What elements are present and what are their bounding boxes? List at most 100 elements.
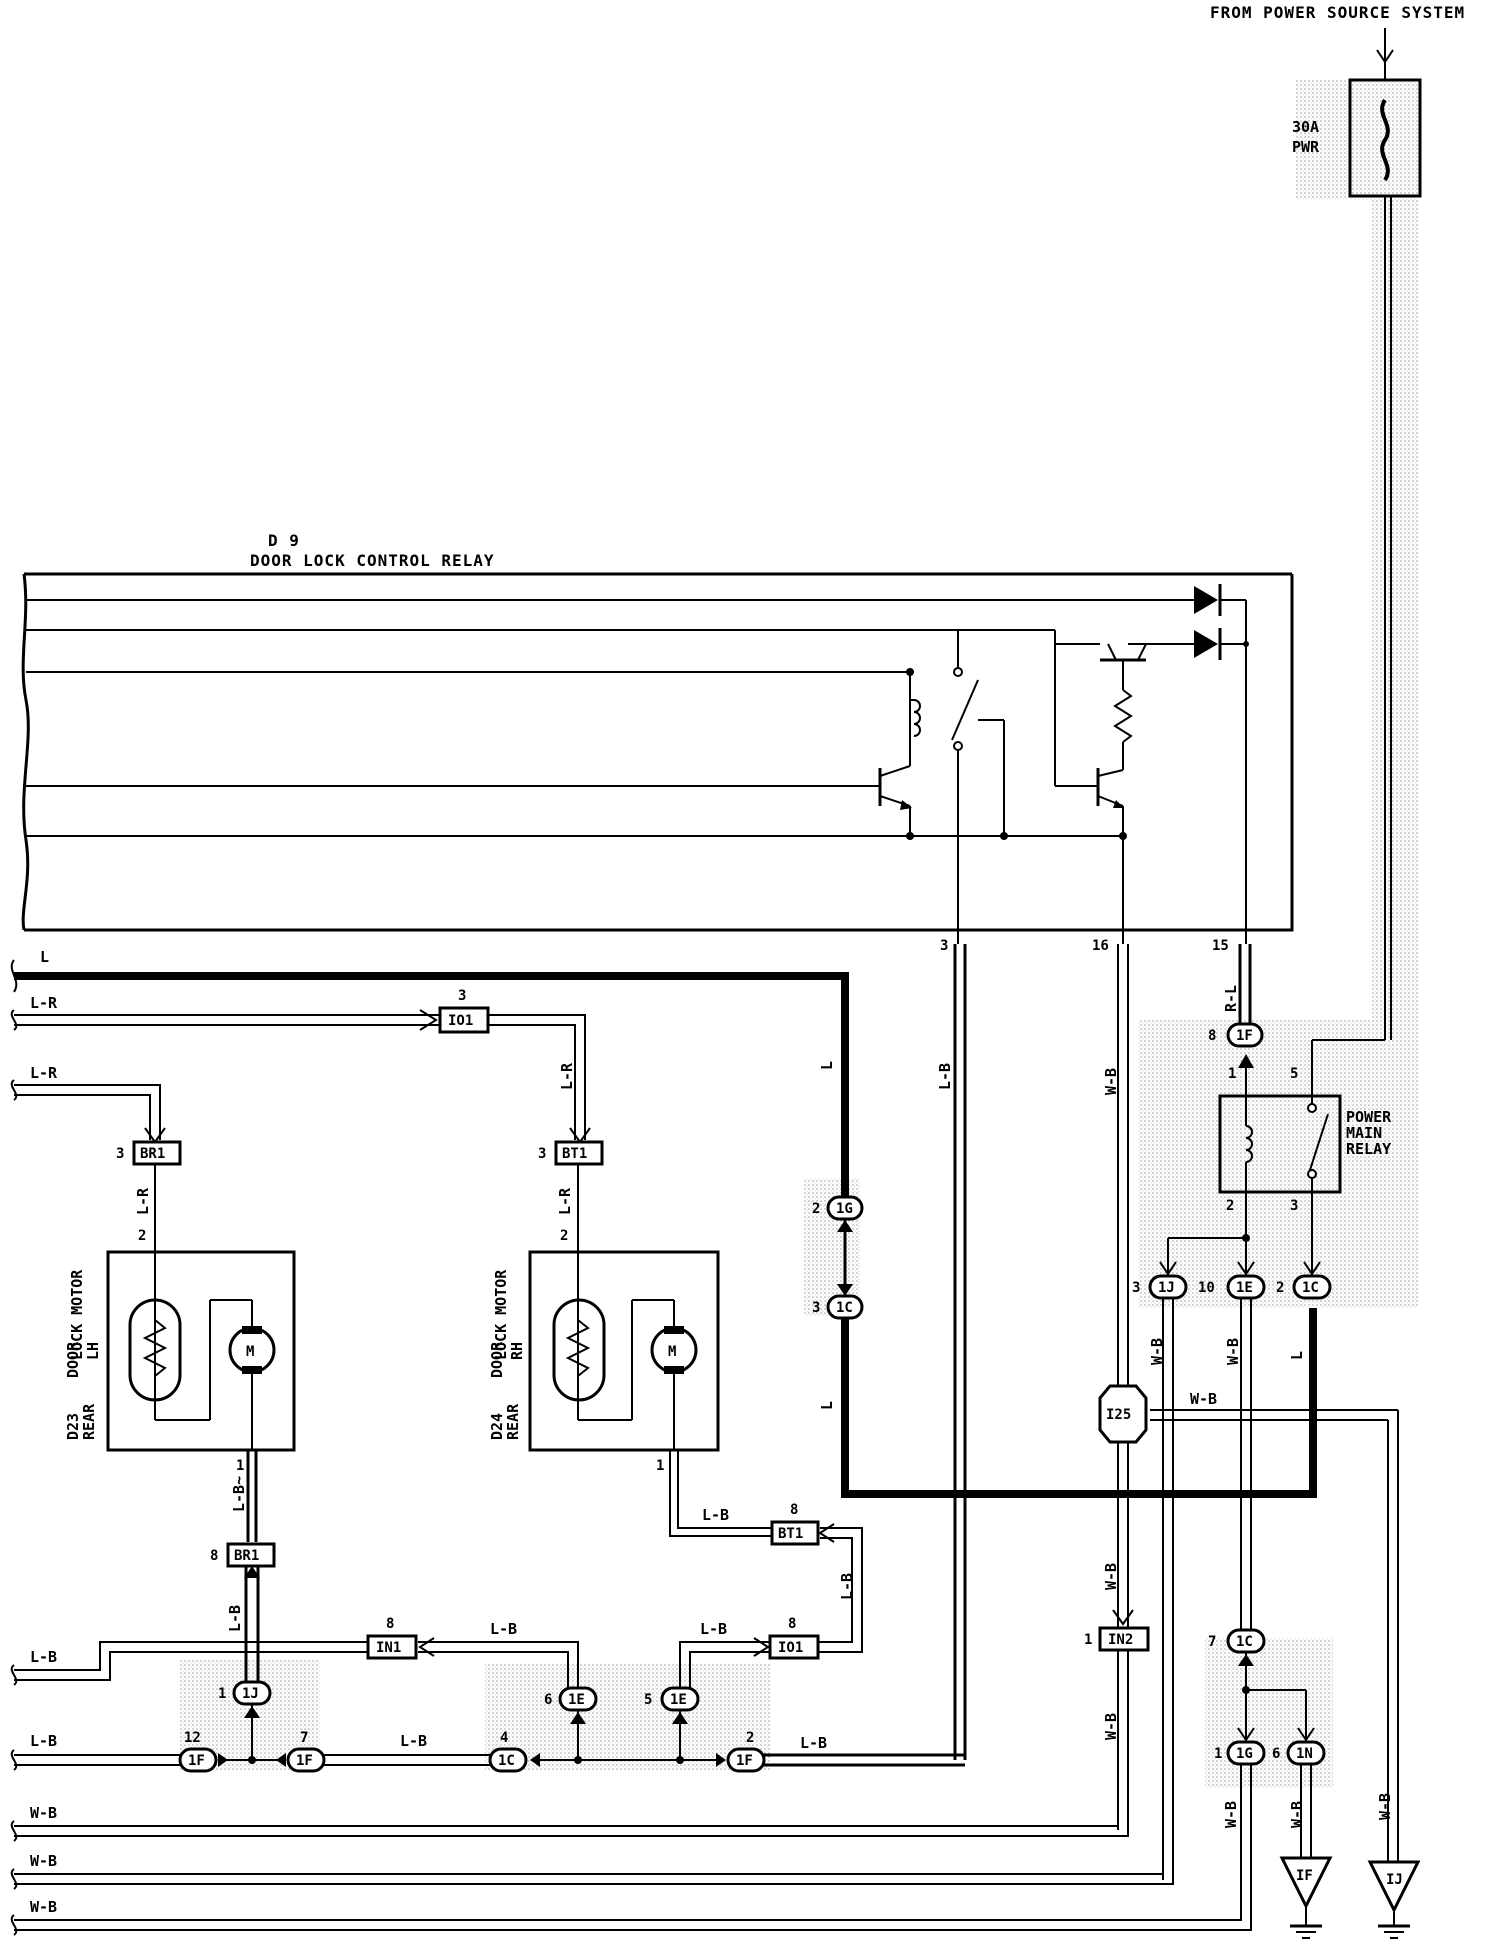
svg-text:L: L	[1288, 1351, 1306, 1360]
rh-motor-lb: 1 L-B BT1 8 L-B	[656, 1450, 863, 1653]
svg-text:2: 2	[746, 1730, 754, 1746]
power-main-relay: POWER MAIN RELAY 1 5 2 3	[1218, 1039, 1392, 1276]
svg-text:2: 2	[138, 1228, 146, 1244]
svg-text:L-B: L-B	[700, 1620, 727, 1638]
svg-text:10: 10	[1198, 1280, 1215, 1296]
wire-cut-marks	[10, 959, 18, 1936]
svg-text:W-B: W-B	[1190, 1390, 1217, 1408]
svg-text:PWR: PWR	[1292, 138, 1320, 156]
svg-text:W-B: W-B	[1288, 1801, 1306, 1828]
svg-text:30A: 30A	[1292, 118, 1319, 136]
svg-text:W-B: W-B	[30, 1804, 57, 1822]
svg-text:8: 8	[1208, 1028, 1216, 1044]
svg-text:LOCK MOTOR: LOCK MOTOR	[492, 1269, 510, 1360]
svg-text:W-B: W-B	[30, 1898, 57, 1916]
svg-text:1: 1	[1228, 1066, 1236, 1082]
bottom-lb-bus: L-B 1F 12 1F 7 L-B 1C 4 1F 2	[14, 1730, 766, 1773]
svg-text:L-R: L-R	[556, 1187, 574, 1215]
svg-text:BR1: BR1	[234, 1548, 259, 1564]
svg-text:1G: 1G	[836, 1201, 853, 1217]
svg-text:1E: 1E	[670, 1692, 687, 1708]
connector-row-right: 1J 3 1E 10 1C 2	[1132, 1274, 1332, 1300]
wire-l: L L L L	[14, 948, 1317, 1498]
wb-ground-lines: W-B W-B	[1148, 1298, 1252, 1880]
svg-text:2: 2	[812, 1201, 820, 1217]
svg-text:1: 1	[1084, 1632, 1092, 1648]
power-source-label: FROM POWER SOURCE SYSTEM	[1210, 3, 1465, 22]
connector-1g-1c-center: 1G 2 1C 3	[812, 1195, 864, 1340]
wire-lr: L-R IO1 3 L-R L-R	[14, 988, 591, 1144]
svg-text:W-B: W-B	[1376, 1793, 1394, 1820]
svg-text:L-B: L-B	[800, 1734, 827, 1752]
svg-text:1C: 1C	[1302, 1280, 1319, 1296]
svg-text:M: M	[246, 1344, 254, 1360]
svg-text:5: 5	[644, 1692, 652, 1708]
svg-text:1F: 1F	[1236, 1028, 1253, 1044]
svg-text:DOOR: DOOR	[64, 1341, 82, 1378]
svg-text:W-B: W-B	[1222, 1801, 1240, 1828]
ground-ij: IJ	[1367, 1860, 1421, 1939]
svg-text:1N: 1N	[1296, 1746, 1313, 1762]
svg-text:R-L: R-L	[1222, 985, 1240, 1012]
svg-text:1: 1	[218, 1686, 226, 1702]
svg-text:1G: 1G	[1236, 1746, 1253, 1762]
svg-text:LH: LH	[84, 1342, 102, 1360]
svg-text:LOCK MOTOR: LOCK MOTOR	[68, 1269, 86, 1360]
svg-text:1: 1	[236, 1458, 244, 1474]
svg-text:L: L	[40, 948, 49, 966]
svg-text:1F: 1F	[736, 1753, 753, 1769]
svg-text:1E: 1E	[568, 1692, 585, 1708]
svg-text:L-B: L-B	[702, 1506, 729, 1524]
svg-text:1C: 1C	[1236, 1634, 1253, 1650]
svg-text:3: 3	[940, 938, 948, 954]
wire-pin15-rl: R-L	[1222, 944, 1252, 1024]
svg-text:1F: 1F	[188, 1753, 205, 1769]
svg-text:L-R: L-R	[558, 1062, 576, 1090]
junction-i25: W-B W-B I25 W-B	[1098, 1384, 1399, 1862]
svg-text:2: 2	[560, 1228, 568, 1244]
svg-text:1J: 1J	[1158, 1280, 1175, 1296]
svg-text:BT1: BT1	[562, 1146, 587, 1162]
svg-text:8: 8	[386, 1616, 394, 1632]
svg-text:POWER: POWER	[1346, 1108, 1392, 1126]
svg-text:8: 8	[788, 1616, 796, 1632]
svg-text:L-B: L-B	[226, 1605, 244, 1632]
svg-text:3: 3	[538, 1146, 546, 1162]
svg-text:L-B: L-B	[490, 1620, 517, 1638]
svg-text:3: 3	[1290, 1198, 1298, 1214]
svg-text:1J: 1J	[242, 1686, 259, 1702]
svg-text:3: 3	[116, 1146, 124, 1162]
svg-text:I25: I25	[1106, 1407, 1131, 1423]
svg-text:6: 6	[544, 1692, 552, 1708]
connector-row-bottom: 1J 1 1E 6 1E 5	[218, 1680, 700, 1760]
svg-text:6: 6	[1272, 1746, 1280, 1762]
svg-text:2: 2	[1226, 1198, 1234, 1214]
svg-text:L-B: L-B	[838, 1573, 856, 1600]
ground-if: IF	[1279, 1856, 1333, 1939]
svg-text:1: 1	[656, 1458, 664, 1474]
svg-text:DOOR LOCK CONTROL RELAY: DOOR LOCK CONTROL RELAY	[250, 551, 495, 570]
svg-text:1: 1	[1214, 1746, 1222, 1762]
svg-text:8: 8	[210, 1548, 218, 1564]
svg-text:3: 3	[812, 1300, 820, 1316]
svg-text:L-R: L-R	[30, 994, 58, 1012]
svg-text:W-B: W-B	[30, 1852, 57, 1870]
svg-text:1E: 1E	[1236, 1280, 1253, 1296]
svg-text:L-B: L-B	[936, 1063, 954, 1090]
svg-text:5: 5	[1290, 1066, 1298, 1082]
svg-text:D24: D24	[488, 1413, 506, 1440]
svg-text:W-B: W-B	[1148, 1338, 1166, 1365]
svg-text:W-B: W-B	[1224, 1338, 1242, 1365]
svg-text:L-B: L-B	[30, 1648, 57, 1666]
svg-text:3: 3	[458, 988, 466, 1004]
svg-text:REAR: REAR	[80, 1403, 98, 1440]
door-lock-motor-rh: M D24 DOOR REAR LOCK MOTOR RH	[488, 1250, 720, 1452]
svg-text:RELAY: RELAY	[1346, 1140, 1391, 1158]
svg-text:IN2: IN2	[1108, 1632, 1133, 1648]
svg-text:1C: 1C	[836, 1300, 853, 1316]
svg-text:15: 15	[1212, 938, 1229, 954]
connector-br1-top: BR1 3 L-R 2	[116, 1140, 182, 1252]
svg-text:BR1: BR1	[140, 1146, 165, 1162]
svg-text:REAR: REAR	[504, 1403, 522, 1440]
